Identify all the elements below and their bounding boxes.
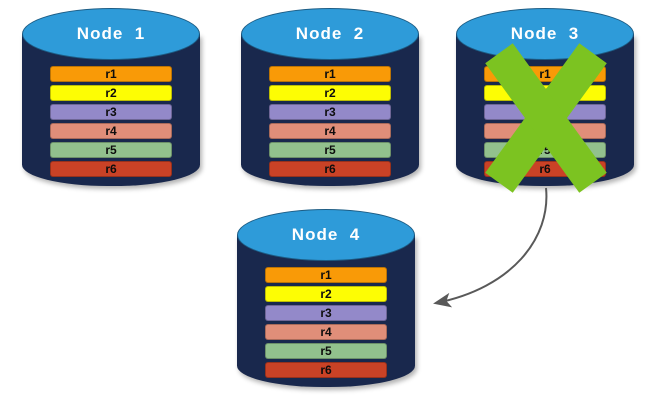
node-1-row-r6[interactable]: r6 [50, 161, 172, 177]
node-1-rows: r1 r2 r3 r4 r5 r6 [50, 66, 172, 177]
node-2-cylinder-top [241, 8, 419, 60]
node-2-row-r4[interactable]: r4 [269, 123, 391, 139]
node-4-row-r3[interactable]: r3 [265, 305, 387, 321]
node-1-row-r2[interactable]: r2 [50, 85, 172, 101]
node-1-row-r4[interactable]: r4 [50, 123, 172, 139]
node-4-row-r4[interactable]: r4 [265, 324, 387, 340]
failover-arrow-path [433, 187, 548, 308]
node-1-cylinder-top [22, 8, 200, 60]
node-2-row-r5[interactable]: r5 [269, 142, 391, 158]
node-4-rows: r1 r2 r3 r4 r5 r6 [265, 267, 387, 378]
node-1-row-r5[interactable]: r5 [50, 142, 172, 158]
node-1-row-r3[interactable]: r3 [50, 104, 172, 120]
node-2-row-r6[interactable]: r6 [269, 161, 391, 177]
node-4-row-r2[interactable]: r2 [265, 286, 387, 302]
node-2-row-r1[interactable]: r1 [269, 66, 391, 82]
node-4-row-r1[interactable]: r1 [265, 267, 387, 283]
node-1-row-r1[interactable]: r1 [50, 66, 172, 82]
node-2-row-r3[interactable]: r3 [269, 104, 391, 120]
node-2-row-r2[interactable]: r2 [269, 85, 391, 101]
node-2-rows: r1 r2 r3 r4 r5 r6 [269, 66, 391, 177]
node-4-row-r5[interactable]: r5 [265, 343, 387, 359]
node-4-row-r6[interactable]: r6 [265, 362, 387, 378]
node-4-cylinder-top [237, 209, 415, 261]
